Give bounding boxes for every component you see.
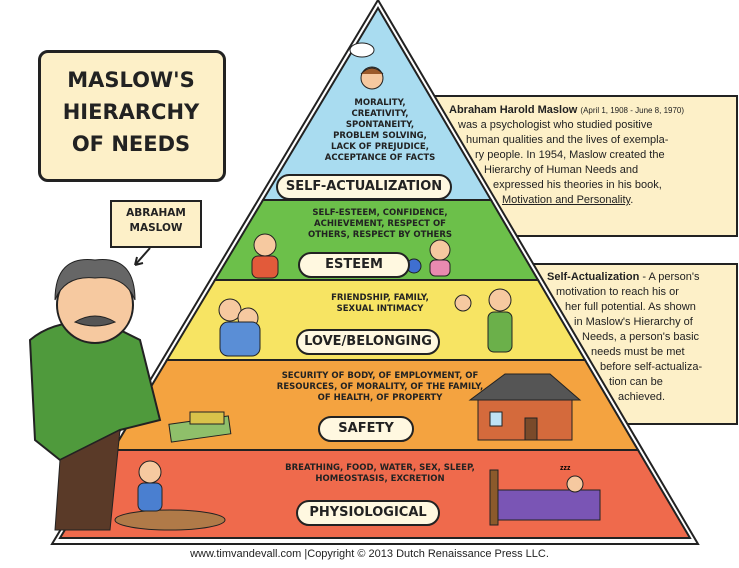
need-item: SECURITY OF BODY, OF EMPLOYMENT, OF (281, 371, 479, 381)
needs-physiological: BREATHING, FOOD, WATER, SEX, SLEEP, HOME… (245, 463, 515, 485)
sleep-text: zzz (560, 465, 571, 472)
definition-line: her full potential. As shown (565, 301, 696, 313)
girl-with-flower-illustration (406, 239, 451, 277)
bio-text: Abraham Harold Maslow (April 1, 1908 - J… (420, 103, 734, 208)
bio-line: human qualities and the lives of exempla… (466, 134, 669, 146)
need-item: PROBLEM SOLVING, (333, 131, 427, 141)
bio-dates: (April 1, 1908 - June 8, 1970) (580, 106, 685, 115)
bio-name: Abraham Harold Maslow (449, 104, 578, 116)
definition-line: Needs, a person's basic (582, 331, 700, 343)
pointer-arrow (134, 247, 151, 266)
level-label-physiological: PHYSIOLOGICAL (296, 500, 440, 526)
need-item: CREATIVITY, (351, 109, 409, 119)
definition-line: needs must be met (591, 346, 685, 358)
title-line: MASLOW'S (67, 68, 195, 92)
definition-line: before self-actualiza- (600, 361, 703, 373)
eating-child-illustration (114, 460, 226, 531)
bio-line: was a psychologist who studied positive (458, 119, 653, 131)
definition-line: - A person's (639, 271, 700, 283)
bio-suffix: . (630, 194, 634, 206)
trousers (54, 429, 121, 531)
need-item: SELF-ESTEEM, CONFIDENCE, (312, 208, 448, 218)
book-title: Motivation and Personality (502, 194, 631, 206)
money-illustration (168, 411, 232, 443)
person-label-box (110, 200, 202, 248)
copyright-footer: www.timvandevall.com |Copyright © 2013 D… (190, 548, 549, 560)
need-item: FRIENDSHIP, FAMILY, (331, 293, 429, 303)
definition-line: tion can be (609, 376, 663, 388)
definition-line: motivation to reach his or (556, 286, 679, 298)
needs-safety: SECURITY OF BODY, OF EMPLOYMENT, OF RESO… (255, 371, 505, 404)
bio-line: expressed his theories in his book, (493, 179, 662, 191)
sleeping-child-illustration (489, 469, 601, 526)
level-label-safety: SAFETY (318, 416, 414, 442)
thinking-child-illustration (349, 42, 384, 90)
bio-line: ry people. In 1954, Maslow created the (475, 149, 665, 161)
level-label-self-actualization: SELF-ACTUALIZATION (276, 174, 452, 200)
need-item: HOMEOSTASIS, EXCRETION (315, 474, 445, 484)
mustache (73, 315, 117, 327)
definition-text: Self-Actualization - A person's motivati… (530, 270, 734, 405)
person-label: ABRAHAM MASLOW (112, 206, 200, 236)
level-label-love-belonging: LOVE/BELONGING (296, 329, 440, 355)
bio-line: Hierarchy of Human Needs and (484, 164, 639, 176)
need-item: RESOURCES, OF MORALITY, OF THE FAMILY, (276, 382, 484, 392)
definition-term: Self-Actualization (547, 271, 640, 283)
father-baby-illustration (454, 288, 513, 353)
need-item: BREATHING, FOOD, WATER, SEX, SLEEP, (285, 463, 475, 473)
person-label-line: ABRAHAM (126, 207, 186, 219)
needs-love-belonging: FRIENDSHIP, FAMILY, SEXUAL INTIMACY (280, 293, 480, 315)
title-line: HIERARCHY (62, 100, 200, 124)
page-title: MASLOW'S HIERARCHY OF NEEDS (40, 64, 222, 160)
level-label-esteem: ESTEEM (298, 252, 410, 278)
need-item: LACK OF PREJUDICE, (331, 142, 429, 152)
title-line: OF NEEDS (71, 132, 191, 156)
couple-illustration (251, 233, 279, 279)
need-item: ACHIEVEMENT, RESPECT OF (314, 219, 446, 229)
need-item: SEXUAL INTIMACY (336, 304, 424, 314)
hugging-couple-illustration (218, 298, 261, 357)
need-item: ACCEPTANCE OF FACTS (324, 153, 436, 163)
need-item: OTHERS, RESPECT BY OTHERS (307, 230, 453, 240)
maslow-cartoon (28, 247, 162, 531)
definition-line: achieved. (618, 391, 666, 403)
need-item: OF HEALTH, OF PROPERTY (317, 393, 443, 403)
house-illustration (468, 373, 582, 441)
hair (54, 259, 136, 301)
title-box (38, 50, 226, 182)
person-label-line: MASLOW (129, 222, 183, 234)
need-item: SPONTANEITY, (345, 120, 415, 130)
needs-esteem: SELF-ESTEEM, CONFIDENCE, ACHIEVEMENT, RE… (280, 208, 480, 241)
need-item: MORALITY, (354, 98, 406, 108)
definition-line: in Maslow's Hierarchy of (574, 316, 693, 328)
needs-self-actualization: MORALITY, CREATIVITY, SPONTANEITY, PROBL… (300, 98, 460, 164)
